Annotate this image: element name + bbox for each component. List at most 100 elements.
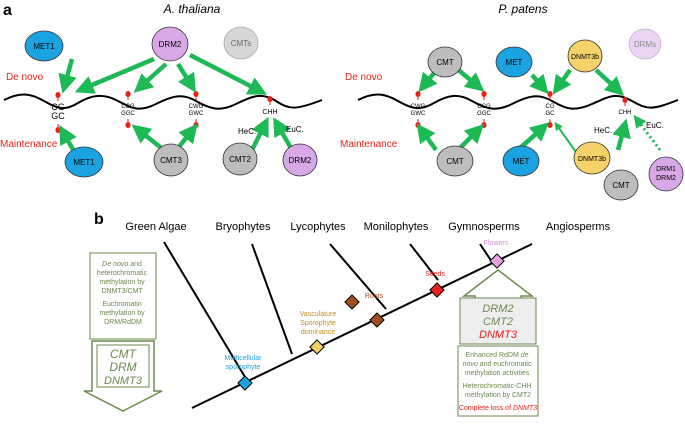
- svg-text:MET1: MET1: [73, 158, 95, 167]
- enzyme-met1-top: MET1: [24, 30, 64, 62]
- left-species-title: A. thaliana: [163, 2, 221, 16]
- left-arrow-cmt: CMT: [110, 347, 138, 361]
- arrows-left: [58, 52, 294, 157]
- dna-strand-left: [3, 93, 323, 110]
- svg-text:MET: MET: [513, 157, 530, 166]
- arrow-thin-dnmt3b: [554, 121, 577, 153]
- svg-text:De novo and heterochroma: De novo and heterochromatic methylation …: [97, 261, 149, 326]
- svg-text:CG: CG: [546, 104, 555, 110]
- taxon-0: Green Algae: [125, 221, 186, 233]
- label-seeds: Seeds: [425, 271, 445, 278]
- svg-text:CMT2: CMT2: [229, 155, 251, 164]
- svg-text:CMT3: CMT3: [160, 156, 182, 165]
- panel-a-label: a: [3, 2, 12, 19]
- svg-text:DRM2: DRM2: [159, 40, 182, 49]
- enzyme-dnmt3b-top: DNMT3b: [567, 39, 603, 73]
- site-cwg-right: CWG GWC: [411, 90, 426, 129]
- dna-strand-right: [357, 93, 679, 110]
- svg-text:CCG: CCG: [121, 104, 135, 110]
- right-arrow-cmt2: CMT2: [483, 316, 513, 328]
- left-arrow-dnmt3: DNMT3: [104, 375, 143, 387]
- label-roots: Roots: [365, 293, 384, 300]
- enzyme-drm2-bottom: DRM2: [282, 143, 318, 177]
- enzyme-cmt-lower: CMT: [603, 169, 639, 201]
- svg-text:CHH: CHH: [619, 110, 632, 116]
- svg-text:GGC: GGC: [121, 111, 135, 117]
- taxon-5: Angiosperms: [546, 221, 611, 233]
- taxon-4: Gymnosperms: [448, 221, 520, 233]
- enzyme-dnmt3b-bottom: DNMT3b: [573, 141, 611, 175]
- svg-text:DNMT3b: DNMT3b: [578, 156, 606, 163]
- right-info-box: DRM2 CMT2 DNMT3 Enhanced RdDM de novo an…: [457, 269, 539, 417]
- svg-text:Enhanced RdDM de novo an: Enhanced RdDM de novo and euchromatic me…: [463, 352, 534, 399]
- euc-label-right: EuC.: [646, 121, 664, 130]
- enzyme-drms: DRMs: [628, 28, 662, 60]
- svg-text:CG: CG: [51, 102, 65, 112]
- arrows-right: [416, 66, 631, 152]
- left-info-box: De novo and heterochromatic methylation …: [83, 252, 163, 412]
- svg-text:GGC: GGC: [477, 111, 491, 117]
- marker-multicellular: [237, 375, 253, 391]
- enzyme-cmts: CMTs: [223, 26, 259, 60]
- svg-text:CMT: CMT: [436, 58, 453, 67]
- enzyme-cmt-top: CMT: [427, 46, 463, 78]
- enzyme-drm2-top: DRM2: [151, 26, 189, 62]
- svg-text:GWC: GWC: [411, 111, 426, 117]
- svg-text:GC: GC: [546, 111, 556, 117]
- enzyme-drm1-drm2: DRM1 DRM2: [648, 156, 684, 192]
- right-arrow-dnmt3: DNMT3: [479, 329, 518, 341]
- hec-label-right: HeC.: [594, 126, 612, 135]
- svg-text:MET1: MET1: [33, 42, 55, 51]
- site-cg-right: CG GC: [546, 90, 556, 129]
- arrow-dotted-drm: [633, 114, 662, 151]
- svg-text:DNMT3b: DNMT3b: [571, 54, 599, 61]
- enzyme-cmt-bottom: CMT: [436, 145, 474, 177]
- site-ccg-left: CCG GGC: [121, 90, 135, 129]
- enzyme-cmt3: CMT3: [153, 143, 189, 177]
- svg-text:CMT: CMT: [446, 157, 463, 166]
- right-arrow-drm2: DRM2: [482, 303, 513, 315]
- marker-flowers: [489, 253, 505, 269]
- marker-vasculature: [309, 339, 325, 355]
- hec-label-left: HeC.: [238, 127, 256, 136]
- svg-text:DRM1: DRM1: [656, 166, 676, 173]
- label-flowers: Flowers: [484, 240, 509, 247]
- site-chh-left: CHH: [262, 95, 278, 116]
- marker-seeds: [429, 282, 445, 298]
- enzyme-met1-bottom: MET1: [64, 146, 104, 178]
- svg-text:CMTs: CMTs: [231, 39, 251, 48]
- svg-text:CWG: CWG: [411, 104, 426, 110]
- site-cwg-left: CWG GWC: [189, 90, 204, 129]
- svg-text:CWG: CWG: [189, 104, 204, 110]
- site-ccg-right: CCG GGC: [477, 90, 491, 129]
- de-novo-label-right: De novo: [345, 72, 383, 83]
- marker-roots-1: [344, 294, 360, 310]
- svg-text:DRM2: DRM2: [656, 175, 676, 182]
- maintenance-label-left: Maintenance: [0, 139, 58, 150]
- enzyme-cmt2: CMT2: [222, 142, 258, 176]
- svg-text:DRM2: DRM2: [289, 156, 312, 165]
- svg-text:CHH: CHH: [262, 109, 277, 116]
- svg-text:DRMs: DRMs: [634, 40, 656, 49]
- taxon-2: Lycophytes: [290, 221, 346, 233]
- site-cg-left: CG GC: [51, 91, 65, 134]
- enzyme-met-top: MET: [495, 46, 533, 78]
- svg-text:GWC: GWC: [189, 111, 204, 117]
- svg-text:CMT: CMT: [612, 181, 629, 190]
- panel-b-label: b: [94, 211, 104, 228]
- de-novo-label-left: De novo: [6, 72, 44, 83]
- maintenance-label-right: Maintenance: [340, 139, 398, 150]
- site-chh-right: CHH: [619, 96, 632, 116]
- svg-text:Complete loss of DNMT3: Complete loss of DNMT3: [459, 405, 537, 412]
- marker-roots-2: [369, 312, 385, 328]
- taxon-1: Bryophytes: [215, 221, 271, 233]
- euc-label-left: EuC.: [286, 125, 304, 134]
- enzyme-met-bottom: MET: [502, 145, 540, 177]
- svg-text:MET: MET: [506, 58, 523, 67]
- taxon-3: Monilophytes: [364, 221, 429, 233]
- right-species-title: P. patens: [498, 2, 547, 16]
- svg-text:GC: GC: [51, 111, 65, 121]
